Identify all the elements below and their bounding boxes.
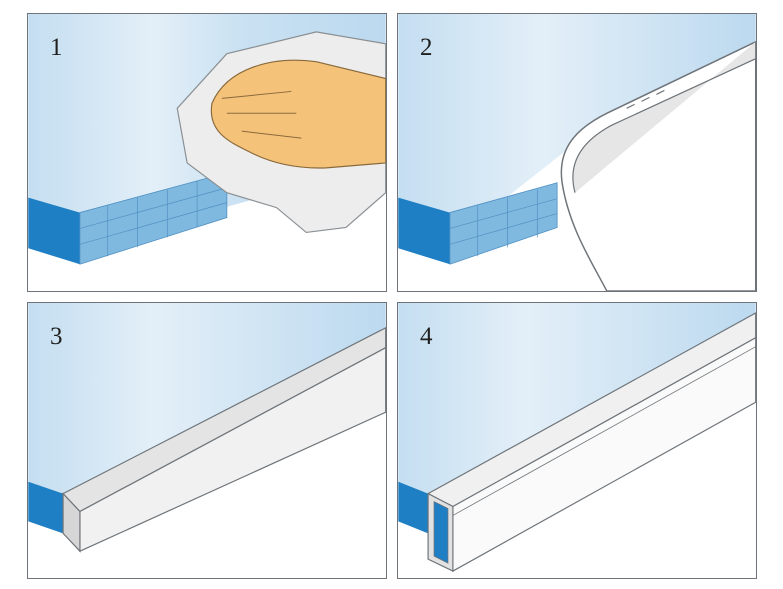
step-number: 3 [50, 323, 63, 350]
step-number: 1 [50, 34, 63, 61]
honeycomb-core [79, 172, 228, 265]
step-panel-2: 2 [397, 13, 757, 292]
step-1-illustration [28, 14, 386, 265]
step-number: 4 [420, 323, 433, 350]
tape-end [62, 492, 81, 553]
step-panel-1: 1 [27, 13, 387, 292]
core-cells [79, 180, 227, 257]
tape-perforation [626, 89, 665, 109]
hand [210, 59, 386, 169]
step-4-illustration [398, 303, 756, 573]
sealing-tape [560, 40, 756, 291]
glass-panel-top [398, 303, 756, 497]
glass-panel-top [28, 303, 386, 512]
step-panel-4: 4 [397, 302, 757, 579]
panel-edge-face [28, 197, 80, 265]
glass-panel-top [398, 14, 756, 243]
step-number: 2 [420, 34, 433, 61]
step-panel-3: 3 [27, 302, 387, 579]
honeycomb-core [449, 182, 558, 265]
panel-edge-face [398, 197, 450, 265]
step-3-illustration [28, 303, 386, 553]
panel-edge-face [28, 481, 64, 534]
panel-edge-face [398, 481, 429, 534]
step-2-illustration [398, 14, 756, 291]
